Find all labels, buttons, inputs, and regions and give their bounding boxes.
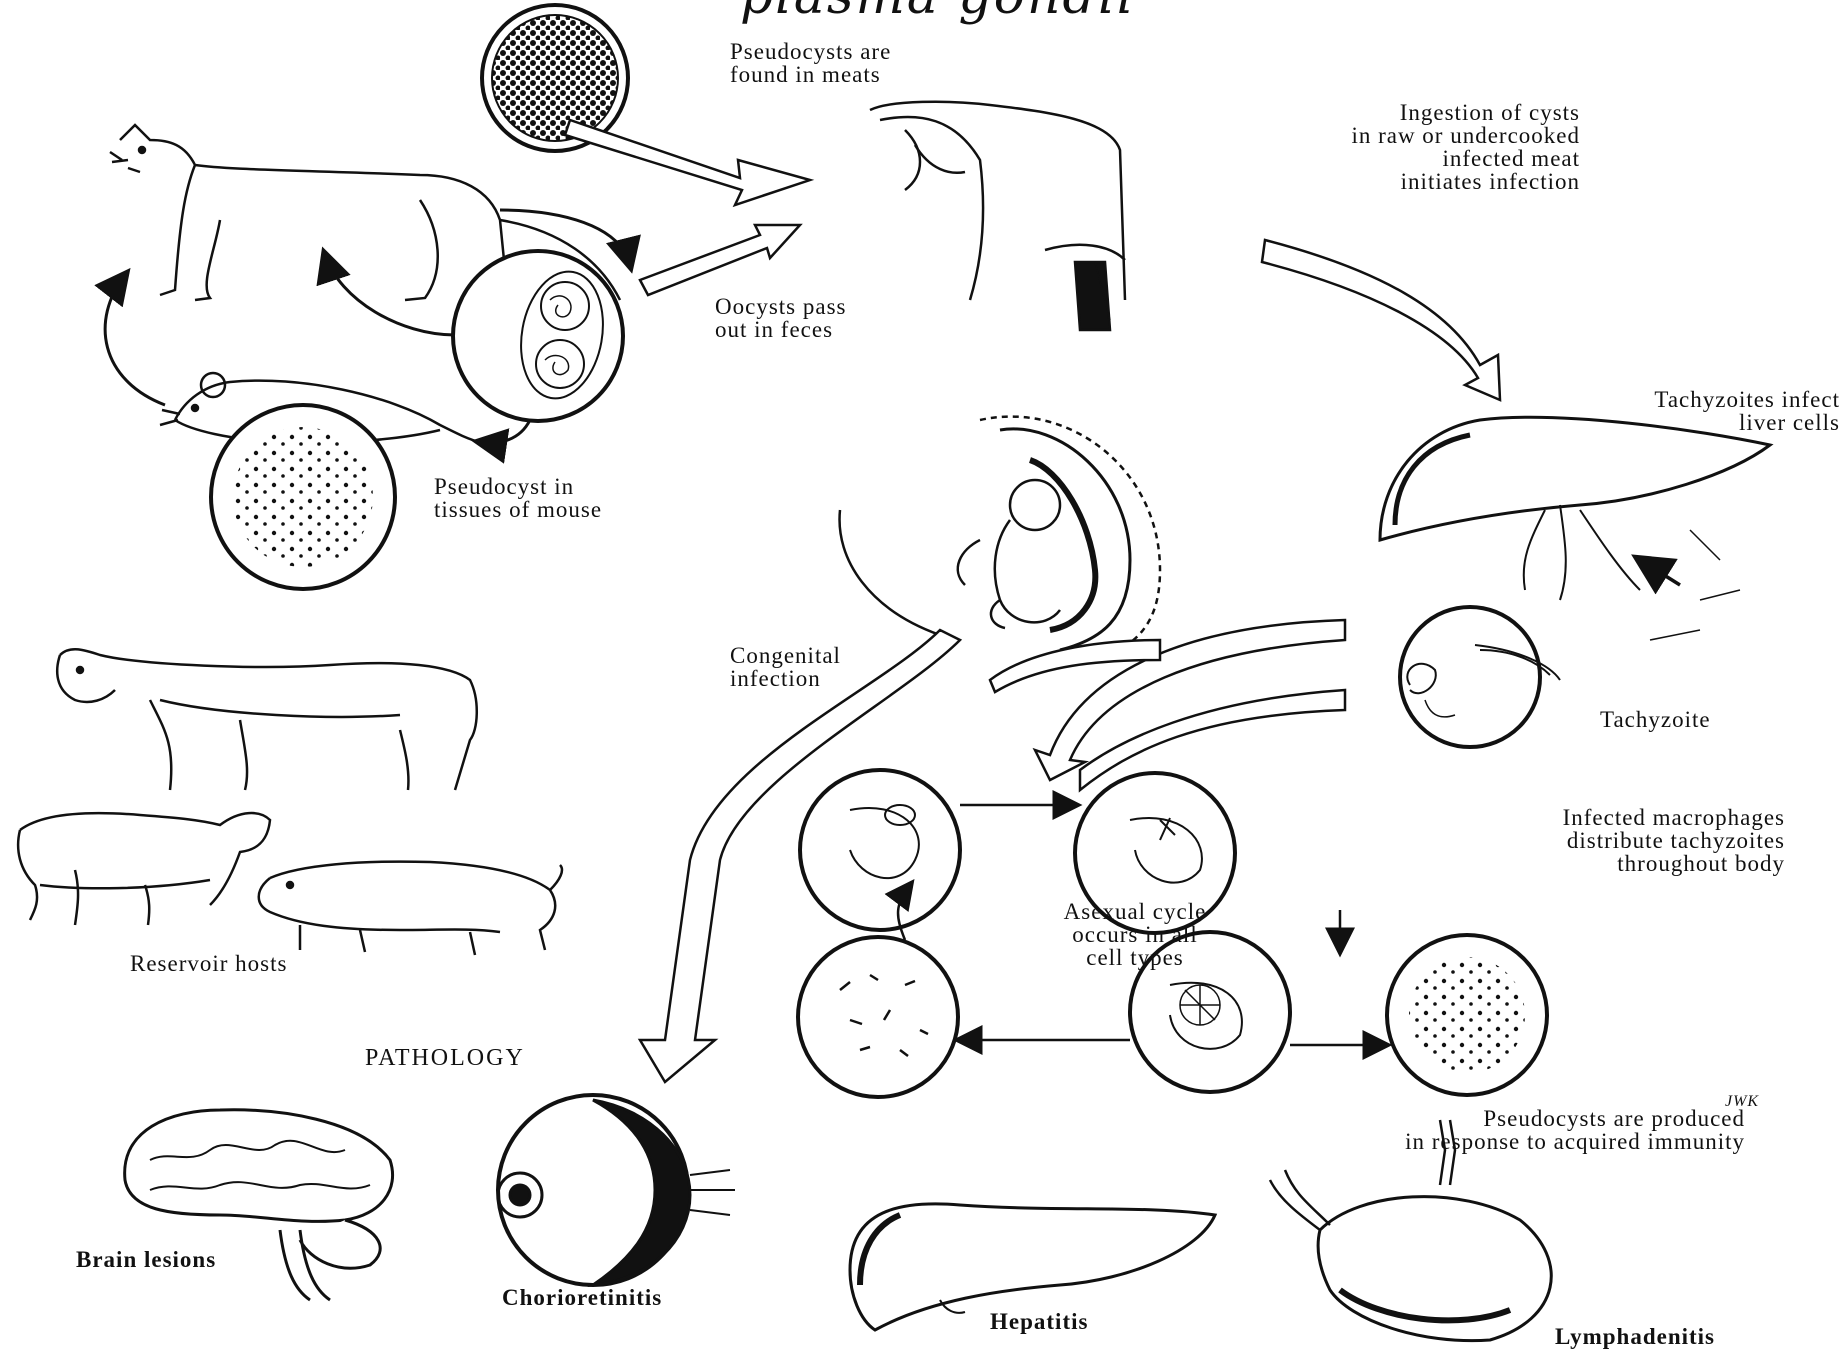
label-pseudocyst-mouse: Pseudocyst in tissues of mouse	[434, 475, 602, 521]
liver-icon	[1380, 417, 1770, 640]
fetus-icon	[840, 417, 1160, 655]
label-chorioretinitis: Chorioretinitis	[502, 1286, 662, 1309]
eye-icon	[498, 1095, 735, 1285]
label-pathology: PATHOLOGY	[365, 1047, 525, 1070]
label-asexual: Asexual cycle occurs in all cell types	[1005, 900, 1265, 969]
arrow-tachyzoite-to-cycle	[990, 620, 1345, 790]
arrow-head-to-liver	[1262, 240, 1500, 400]
arrow-oocyst-to-head	[640, 225, 800, 295]
label-lymphadenitis: Lymphadenitis	[1555, 1325, 1715, 1348]
arrow-oocyst-to-cat	[325, 255, 455, 335]
cow-icon	[57, 649, 477, 790]
pseudocyst-immunity-circle	[1387, 935, 1547, 1095]
arrow-meat-to-head	[565, 120, 810, 205]
arrow-mouse-to-cat	[105, 275, 165, 405]
meat-pseudocyst-circle	[482, 5, 628, 151]
label-pseudocysts-immunity: Pseudocysts are produced in response to …	[1190, 1107, 1745, 1153]
label-oocysts: Oocysts pass out in feces	[715, 295, 846, 341]
head-section-icon	[870, 102, 1125, 330]
label-tachyzoite: Tachyzoite	[1600, 708, 1711, 731]
label-tachyzoites-liver: Tachyzoites infect liver cells	[1540, 388, 1840, 434]
label-ingestion: Ingestion of cysts in raw or undercooked…	[1200, 101, 1580, 193]
oocyst-circle	[453, 251, 623, 421]
cell-circle-4	[798, 937, 958, 1097]
arrow-to-liver	[1640, 560, 1680, 585]
sheep-icon	[18, 813, 270, 925]
arrow-oocyst-to-mouse	[480, 420, 530, 443]
label-pseudocysts-meats: Pseudocysts are found in meats	[730, 40, 891, 86]
mouse-pseudocyst-circle	[211, 405, 395, 589]
cell-circle-1	[800, 770, 960, 930]
tachyzoite-circle	[1400, 607, 1560, 747]
pig-icon	[259, 862, 562, 955]
label-congenital: Congenital infection	[730, 644, 841, 690]
label-macrophages: Infected macrophages distribute tachyzoi…	[1440, 806, 1785, 875]
label-hepatitis: Hepatitis	[990, 1310, 1088, 1333]
label-brain: Brain lesions	[76, 1248, 216, 1271]
label-reservoir: Reservoir hosts	[130, 952, 287, 975]
